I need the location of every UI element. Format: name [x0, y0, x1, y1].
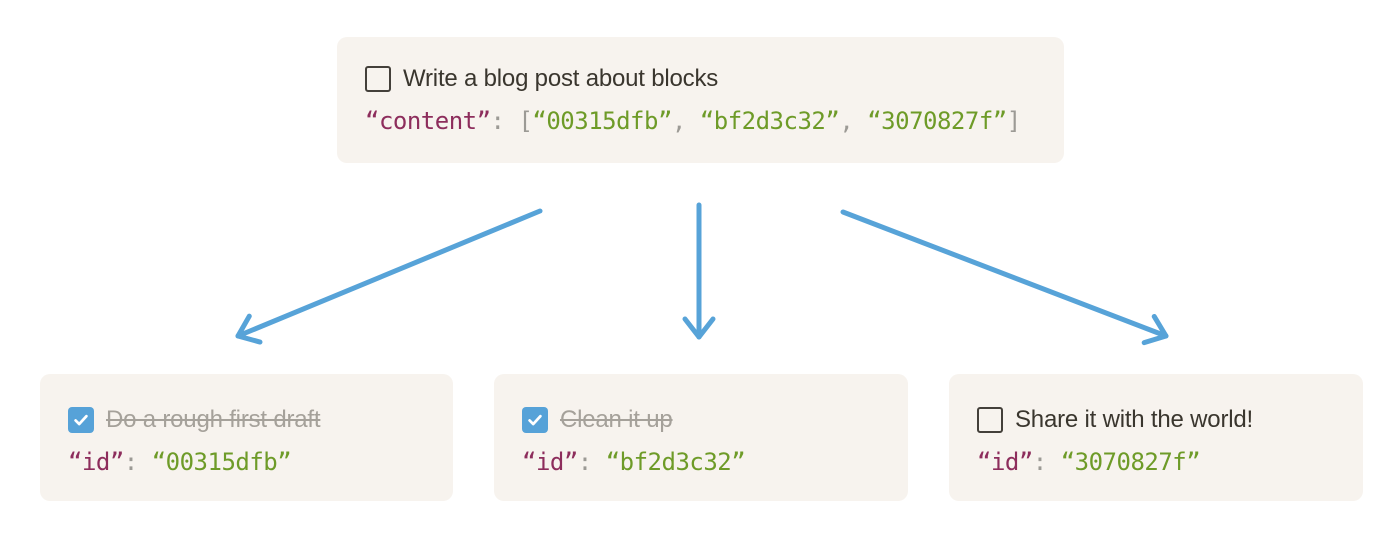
child-block-card-3: Share it with the world! “id”: “3070827f…: [949, 374, 1363, 501]
child-2-id-code: “id”: “bf2d3c32”: [522, 444, 880, 480]
parent-todo-row: Write a blog post about blocks: [365, 63, 1036, 95]
code-punct: ,: [839, 107, 868, 135]
code-value: “00315dfb”: [151, 448, 292, 476]
child-block-card-2: Clean it up “id”: “bf2d3c32”: [494, 374, 908, 501]
child-3-todo-row: Share it with the world!: [977, 404, 1335, 436]
arrow-to-child-1: [235, 208, 543, 345]
child-3-todo-label: Share it with the world!: [1015, 406, 1253, 433]
child-1-todo-row: Do a rough first draft: [68, 404, 425, 436]
child-2-todo-row: Clean it up: [522, 404, 880, 436]
code-punct: :: [123, 448, 152, 476]
child-1-todo-label: Do a rough first draft: [106, 406, 321, 433]
todo-checkbox-checked[interactable]: [68, 407, 94, 433]
parent-block-card: Write a blog post about blocks “content”…: [337, 37, 1064, 163]
child-1-id-code: “id”: “00315dfb”: [68, 444, 425, 480]
code-punct: ]: [1006, 107, 1021, 135]
code-value: “bf2d3c32”: [699, 107, 840, 135]
checkmark-icon: [528, 414, 542, 426]
code-key: “id”: [522, 448, 578, 476]
todo-checkbox-unchecked[interactable]: [365, 66, 391, 92]
code-punct: :: [577, 448, 606, 476]
code-punct: : [: [490, 107, 533, 135]
arrow-to-child-3: [840, 209, 1169, 346]
code-key: “id”: [977, 448, 1033, 476]
code-value: “3070827f”: [867, 107, 1007, 135]
checkmark-icon: [74, 414, 88, 426]
child-block-card-1: Do a rough first draft “id”: “00315dfb”: [40, 374, 453, 501]
child-2-todo-label: Clean it up: [560, 406, 673, 433]
parent-content-code: “content”: [“00315dfb”, “bf2d3c32”, “307…: [365, 103, 1036, 139]
code-key: “content”: [365, 107, 491, 135]
code-punct: :: [1032, 448, 1061, 476]
parent-todo-label: Write a blog post about blocks: [403, 65, 719, 92]
todo-checkbox-unchecked[interactable]: [977, 407, 1003, 433]
code-value: “3070827f”: [1060, 448, 1201, 476]
code-key: “id”: [68, 448, 124, 476]
code-value: “00315dfb”: [532, 107, 672, 135]
child-3-id-code: “id”: “3070827f”: [977, 444, 1335, 480]
code-value: “bf2d3c32”: [605, 448, 746, 476]
todo-checkbox-checked[interactable]: [522, 407, 548, 433]
code-punct: ,: [671, 107, 700, 135]
